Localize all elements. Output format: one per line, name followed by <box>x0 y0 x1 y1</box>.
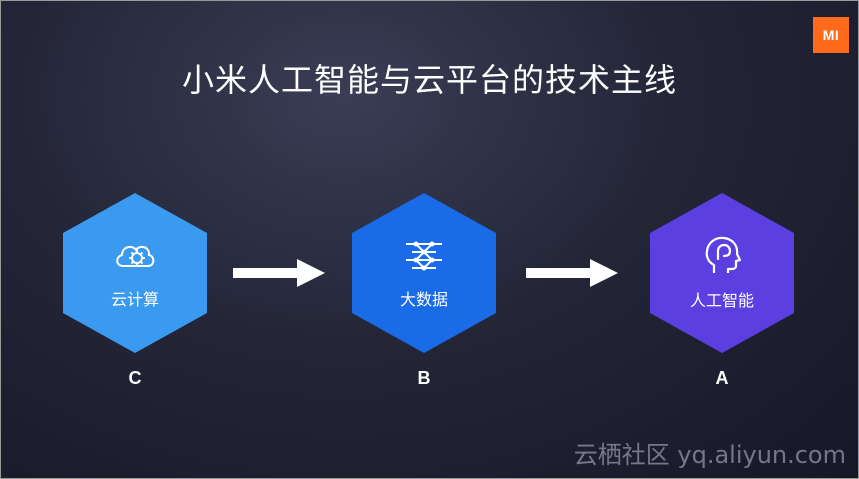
logo-text: MI <box>822 27 840 43</box>
arrow-right-icon <box>526 259 618 287</box>
step-letter-a: A <box>715 368 729 388</box>
hexagon-big-data: 大数据 <box>352 193 496 353</box>
data-nodes-icon <box>406 241 442 271</box>
hexagon-label: 人工智能 <box>689 291 754 310</box>
cloud-gear-icon <box>116 245 155 267</box>
hexagon-artificial-intelligence: 人工智能 <box>650 193 794 353</box>
arrow-right-icon <box>233 259 325 287</box>
mi-logo: MI <box>813 17 849 53</box>
slide-title: 小米人工智能与云平台的技术主线 <box>181 61 677 99</box>
watermark: 云栖社区 yq.aliyun.com <box>573 441 846 469</box>
step-letter-b: B <box>417 368 431 388</box>
head-brain-icon <box>705 236 742 273</box>
hexagon-cloud-computing: 云计算 <box>63 193 207 353</box>
step-letter-c: C <box>128 368 142 388</box>
hexagon-label: 云计算 <box>110 290 159 309</box>
hexagon-label: 大数据 <box>399 290 448 309</box>
